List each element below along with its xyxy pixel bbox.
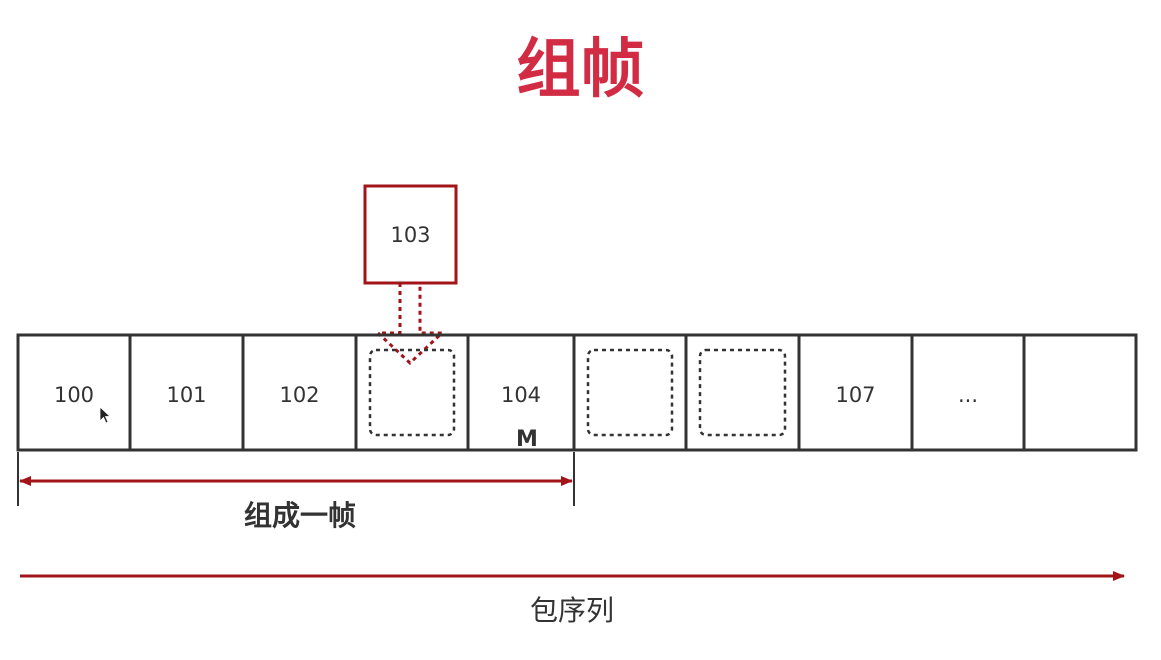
packet-cell-label: 102 [279, 383, 319, 407]
missing-packet-slot [368, 348, 456, 437]
packet-cell-label: ... [958, 383, 978, 407]
frame-marker-label: M [516, 427, 538, 452]
incoming-packet-box [363, 184, 458, 285]
packet-cell-label: 100 [54, 383, 94, 407]
page-title: 组帧 [516, 33, 645, 107]
insert-arrow [374, 283, 446, 366]
packet-cell-label: 104 [501, 383, 541, 407]
packet-cell-label: 101 [166, 383, 206, 407]
packet-cell [1024, 335, 1136, 450]
mouse-cursor-icon [99, 406, 112, 424]
missing-packet-slot [698, 348, 787, 437]
packet-cell-label: 107 [835, 383, 875, 407]
sequence-label: 包序列 [530, 594, 614, 627]
frame-span-label: 组成一帧 [244, 499, 356, 532]
missing-packet-slot [586, 348, 674, 437]
packet-sequence-border [16, 333, 1138, 452]
incoming-packet-label: 103 [390, 223, 430, 247]
